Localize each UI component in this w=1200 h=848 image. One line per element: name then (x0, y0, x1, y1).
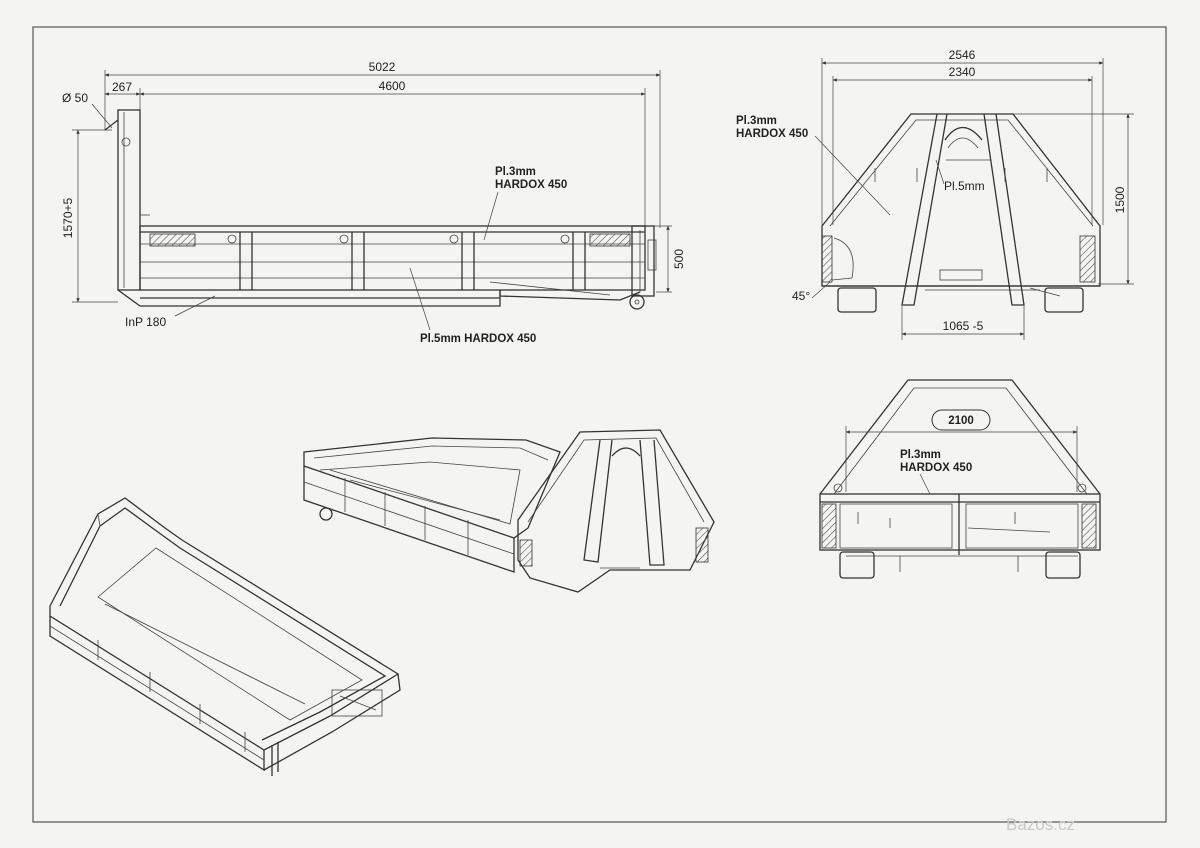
dim-outer-width: 2546 (949, 48, 976, 62)
dim-angle: 45° (792, 289, 810, 303)
label-front-plate-material: HARDOX 450 (736, 128, 808, 140)
dim-pin-diameter: Ø 50 (62, 91, 88, 105)
label-side-plate-material: HARDOX 450 (495, 179, 567, 191)
dim-rear-width: 2100 (948, 415, 974, 427)
label-side-plate-thickness: Pl.3mm (495, 166, 536, 178)
dim-inner-width: 2340 (949, 65, 976, 79)
front-view: 2546 2340 1500 (736, 48, 1134, 340)
dim-hook-offset: 267 (112, 80, 132, 94)
label-front-inner-plate: Pl.5mm (944, 179, 985, 193)
drawing-frame (32, 26, 1167, 823)
side-view: 5022 267 4600 Ø 50 1570+5 (61, 60, 686, 345)
dim-total-height: 1570+5 (61, 197, 75, 238)
label-beam-profile: InP 180 (125, 315, 166, 329)
label-floor-plate: Pl.5mm HARDOX 450 (420, 333, 536, 345)
dim-side-height: 500 (672, 249, 686, 269)
isometric-view-top (49, 497, 401, 776)
dim-rail-spacing: 1065 -5 (943, 319, 984, 333)
watermark-text: Bazos.cz (1006, 815, 1075, 834)
dim-inner-length: 4600 (379, 79, 406, 93)
label-rear-plate-material: HARDOX 450 (900, 462, 972, 474)
label-front-plate-thickness: Pl.3mm (736, 115, 777, 127)
rear-view: 2100 Pl.3mm HARDOX 450 (819, 379, 1101, 579)
isometric-view-hook (303, 429, 715, 593)
dim-overall-length: 5022 (369, 60, 396, 74)
watermark: Bazos.cz (1006, 815, 1075, 834)
dim-front-height: 1500 (1113, 186, 1127, 213)
label-rear-plate-thickness: Pl.3mm (900, 449, 941, 461)
